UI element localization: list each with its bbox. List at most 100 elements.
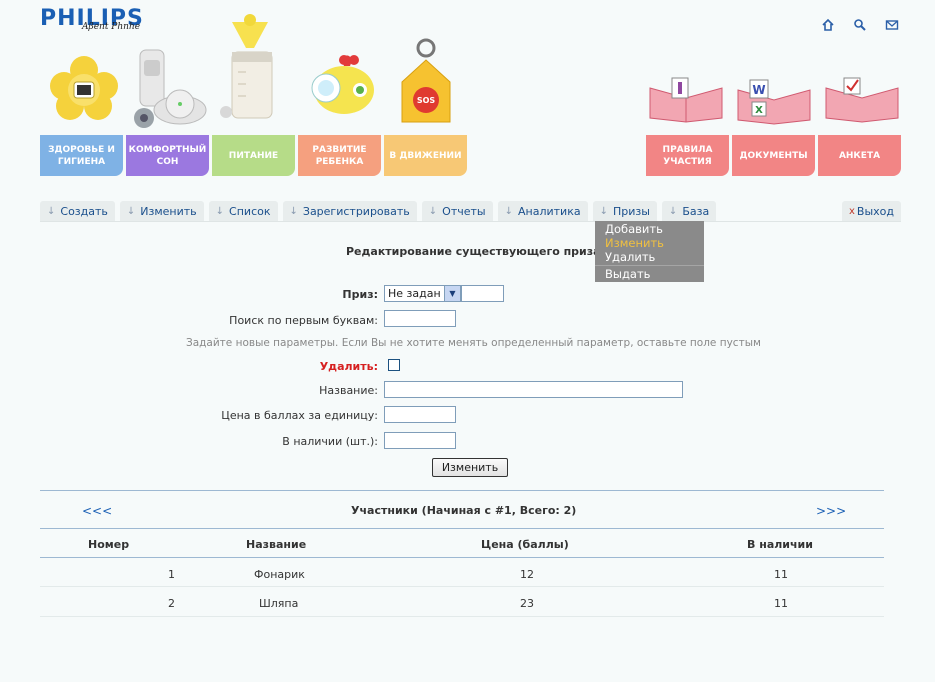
menu-item-issue[interactable]: Выдать [605, 267, 651, 281]
row-divider [40, 586, 884, 587]
table-header-divider-bottom [40, 557, 884, 558]
stock-input[interactable] [384, 432, 456, 449]
arrow-down-icon: ↓ [668, 206, 678, 217]
prize-select[interactable]: Не задан ▼ [384, 285, 461, 302]
tab-reports[interactable]: ↓Отчеты [421, 201, 493, 222]
search-icon[interactable] [853, 18, 867, 32]
arrow-down-icon: ↓ [289, 206, 298, 217]
tile-rules[interactable]: ПРАВИЛА УЧАСТИЯ [646, 135, 729, 176]
name-label: Название: [319, 384, 378, 397]
price-input[interactable] [384, 406, 456, 423]
search-input[interactable] [384, 310, 456, 327]
main-nav: ↓Создать ↓Изменить ↓Список ↓Зарегистриро… [40, 201, 717, 222]
category-label: РАЗВИТИЕ РЕБЕНКА [312, 144, 367, 167]
home-icon[interactable] [821, 18, 835, 32]
cell-number: 2 [168, 597, 175, 610]
logo-tagline: Aβent Phnhe [82, 22, 141, 32]
tab-label: Аналитика [518, 205, 581, 218]
column-header-price[interactable]: Цена (баллы) [481, 538, 569, 551]
exit-label: Выход [856, 205, 894, 218]
tab-prizes[interactable]: ↓Призы [592, 201, 657, 222]
category-label: ПИТАНИЕ [228, 150, 279, 161]
book-questionnaire-image[interactable] [822, 74, 902, 124]
mail-icon[interactable] [885, 18, 899, 32]
chevron-down-icon[interactable]: ▼ [444, 286, 460, 301]
tab-register[interactable]: ↓ Зарегистрировать [282, 201, 417, 222]
row-divider [40, 616, 884, 617]
top-icons [821, 18, 899, 32]
prize-label: Приз: [342, 288, 378, 301]
arrow-down-icon: ↓ [126, 206, 136, 217]
toy-projector-image[interactable] [300, 48, 380, 120]
stock-label: В наличии (шт.): [282, 435, 378, 448]
tile-label: ДОКУМЕНТЫ [739, 150, 808, 161]
name-input[interactable] [384, 381, 683, 398]
cell-stock: 11 [774, 568, 788, 581]
category-health-hygiene[interactable]: ЗДОРОВЬЕ И ГИГИЕНА [40, 135, 123, 176]
delete-label: Удалить: [319, 360, 378, 373]
column-header-number[interactable]: Номер [88, 538, 130, 551]
form-hint: Задайте новые параметры. Если Вы не хоти… [186, 337, 761, 349]
menu-separator [595, 265, 704, 266]
category-on-the-go[interactable]: В ДВИЖЕНИИ [384, 135, 467, 176]
tab-label: База [682, 205, 710, 218]
svg-text:W: W [752, 83, 765, 97]
category-feeding[interactable]: ПИТАНИЕ [212, 135, 295, 176]
nav-divider [40, 221, 901, 222]
menu-item-delete[interactable]: Удалить [605, 250, 656, 264]
tab-list[interactable]: ↓Список [208, 201, 278, 222]
column-header-name[interactable]: Название [246, 538, 307, 551]
prize-code-input[interactable] [461, 285, 504, 302]
svg-text:X: X [755, 105, 763, 116]
category-label: ЗДОРОВЬЕ И ГИГИЕНА [48, 144, 115, 167]
search-label: Поиск по первым буквам: [229, 314, 378, 327]
tab-create[interactable]: ↓Создать [40, 201, 115, 222]
tab-label: Изменить [140, 205, 197, 218]
tab-edit[interactable]: ↓ Изменить [119, 201, 204, 222]
submit-button[interactable]: Изменить [432, 458, 508, 477]
table-title: Участники (Начиная с #1, Всего: 2) [351, 504, 577, 517]
tab-database[interactable]: ↓ База [661, 201, 717, 222]
philips-logo[interactable]: PHILIPS Aβent Phnhe [40, 6, 150, 38]
cell-price: 12 [520, 568, 534, 581]
close-icon: x [849, 206, 855, 217]
next-page-link[interactable]: >>> [816, 504, 847, 518]
cell-name: Шляпа [259, 597, 299, 610]
flower-thermometer-image[interactable] [44, 48, 124, 128]
sos-keychain-image[interactable]: SOS [394, 38, 460, 128]
page-title: Редактирование существующего приза [346, 245, 601, 258]
category-child-development[interactable]: РАЗВИТИЕ РЕБЕНКА [298, 135, 381, 176]
tile-questionnaire[interactable]: АНКЕТА [818, 135, 901, 176]
column-header-stock[interactable]: В наличии [747, 538, 813, 551]
tile-label: АНКЕТА [838, 150, 881, 161]
arrow-down-icon: ↓ [599, 206, 608, 217]
book-documents-image[interactable]: W X [734, 74, 814, 128]
table-top-divider [40, 490, 884, 491]
table-header-divider-top [40, 528, 884, 529]
delete-checkbox[interactable] [388, 359, 400, 371]
tab-label: Зарегистрировать [302, 205, 410, 218]
prize-select-value: Не задан [388, 287, 441, 300]
logo-text: PHILIPS [40, 6, 144, 31]
book-rules-image[interactable] [646, 74, 726, 124]
svg-text:SOS: SOS [417, 96, 436, 105]
category-comfort-sleep[interactable]: КОМФОРТНЫЙ СОН [126, 135, 209, 176]
category-label: КОМФОРТНЫЙ СОН [128, 144, 207, 167]
tab-label: Список [229, 205, 271, 218]
baby-bottle-image[interactable] [218, 12, 282, 128]
menu-item-edit[interactable]: Изменить [605, 236, 664, 250]
cell-price: 23 [520, 597, 534, 610]
category-label: В ДВИЖЕНИИ [389, 150, 462, 161]
price-label: Цена в баллах за единицу: [221, 409, 378, 422]
baby-monitor-image[interactable] [130, 40, 210, 130]
menu-item-add[interactable]: Добавить [605, 222, 663, 236]
tab-label: Отчеты [442, 205, 486, 218]
prev-page-link[interactable]: <<< [82, 504, 113, 518]
cell-name: Фонарик [254, 568, 305, 581]
tile-label: ПРАВИЛА УЧАСТИЯ [662, 144, 713, 167]
arrow-down-icon: ↓ [504, 206, 513, 217]
tab-analytics[interactable]: ↓ Аналитика [497, 201, 588, 222]
cell-number: 1 [168, 568, 175, 581]
tile-documents[interactable]: ДОКУМЕНТЫ [732, 135, 815, 176]
